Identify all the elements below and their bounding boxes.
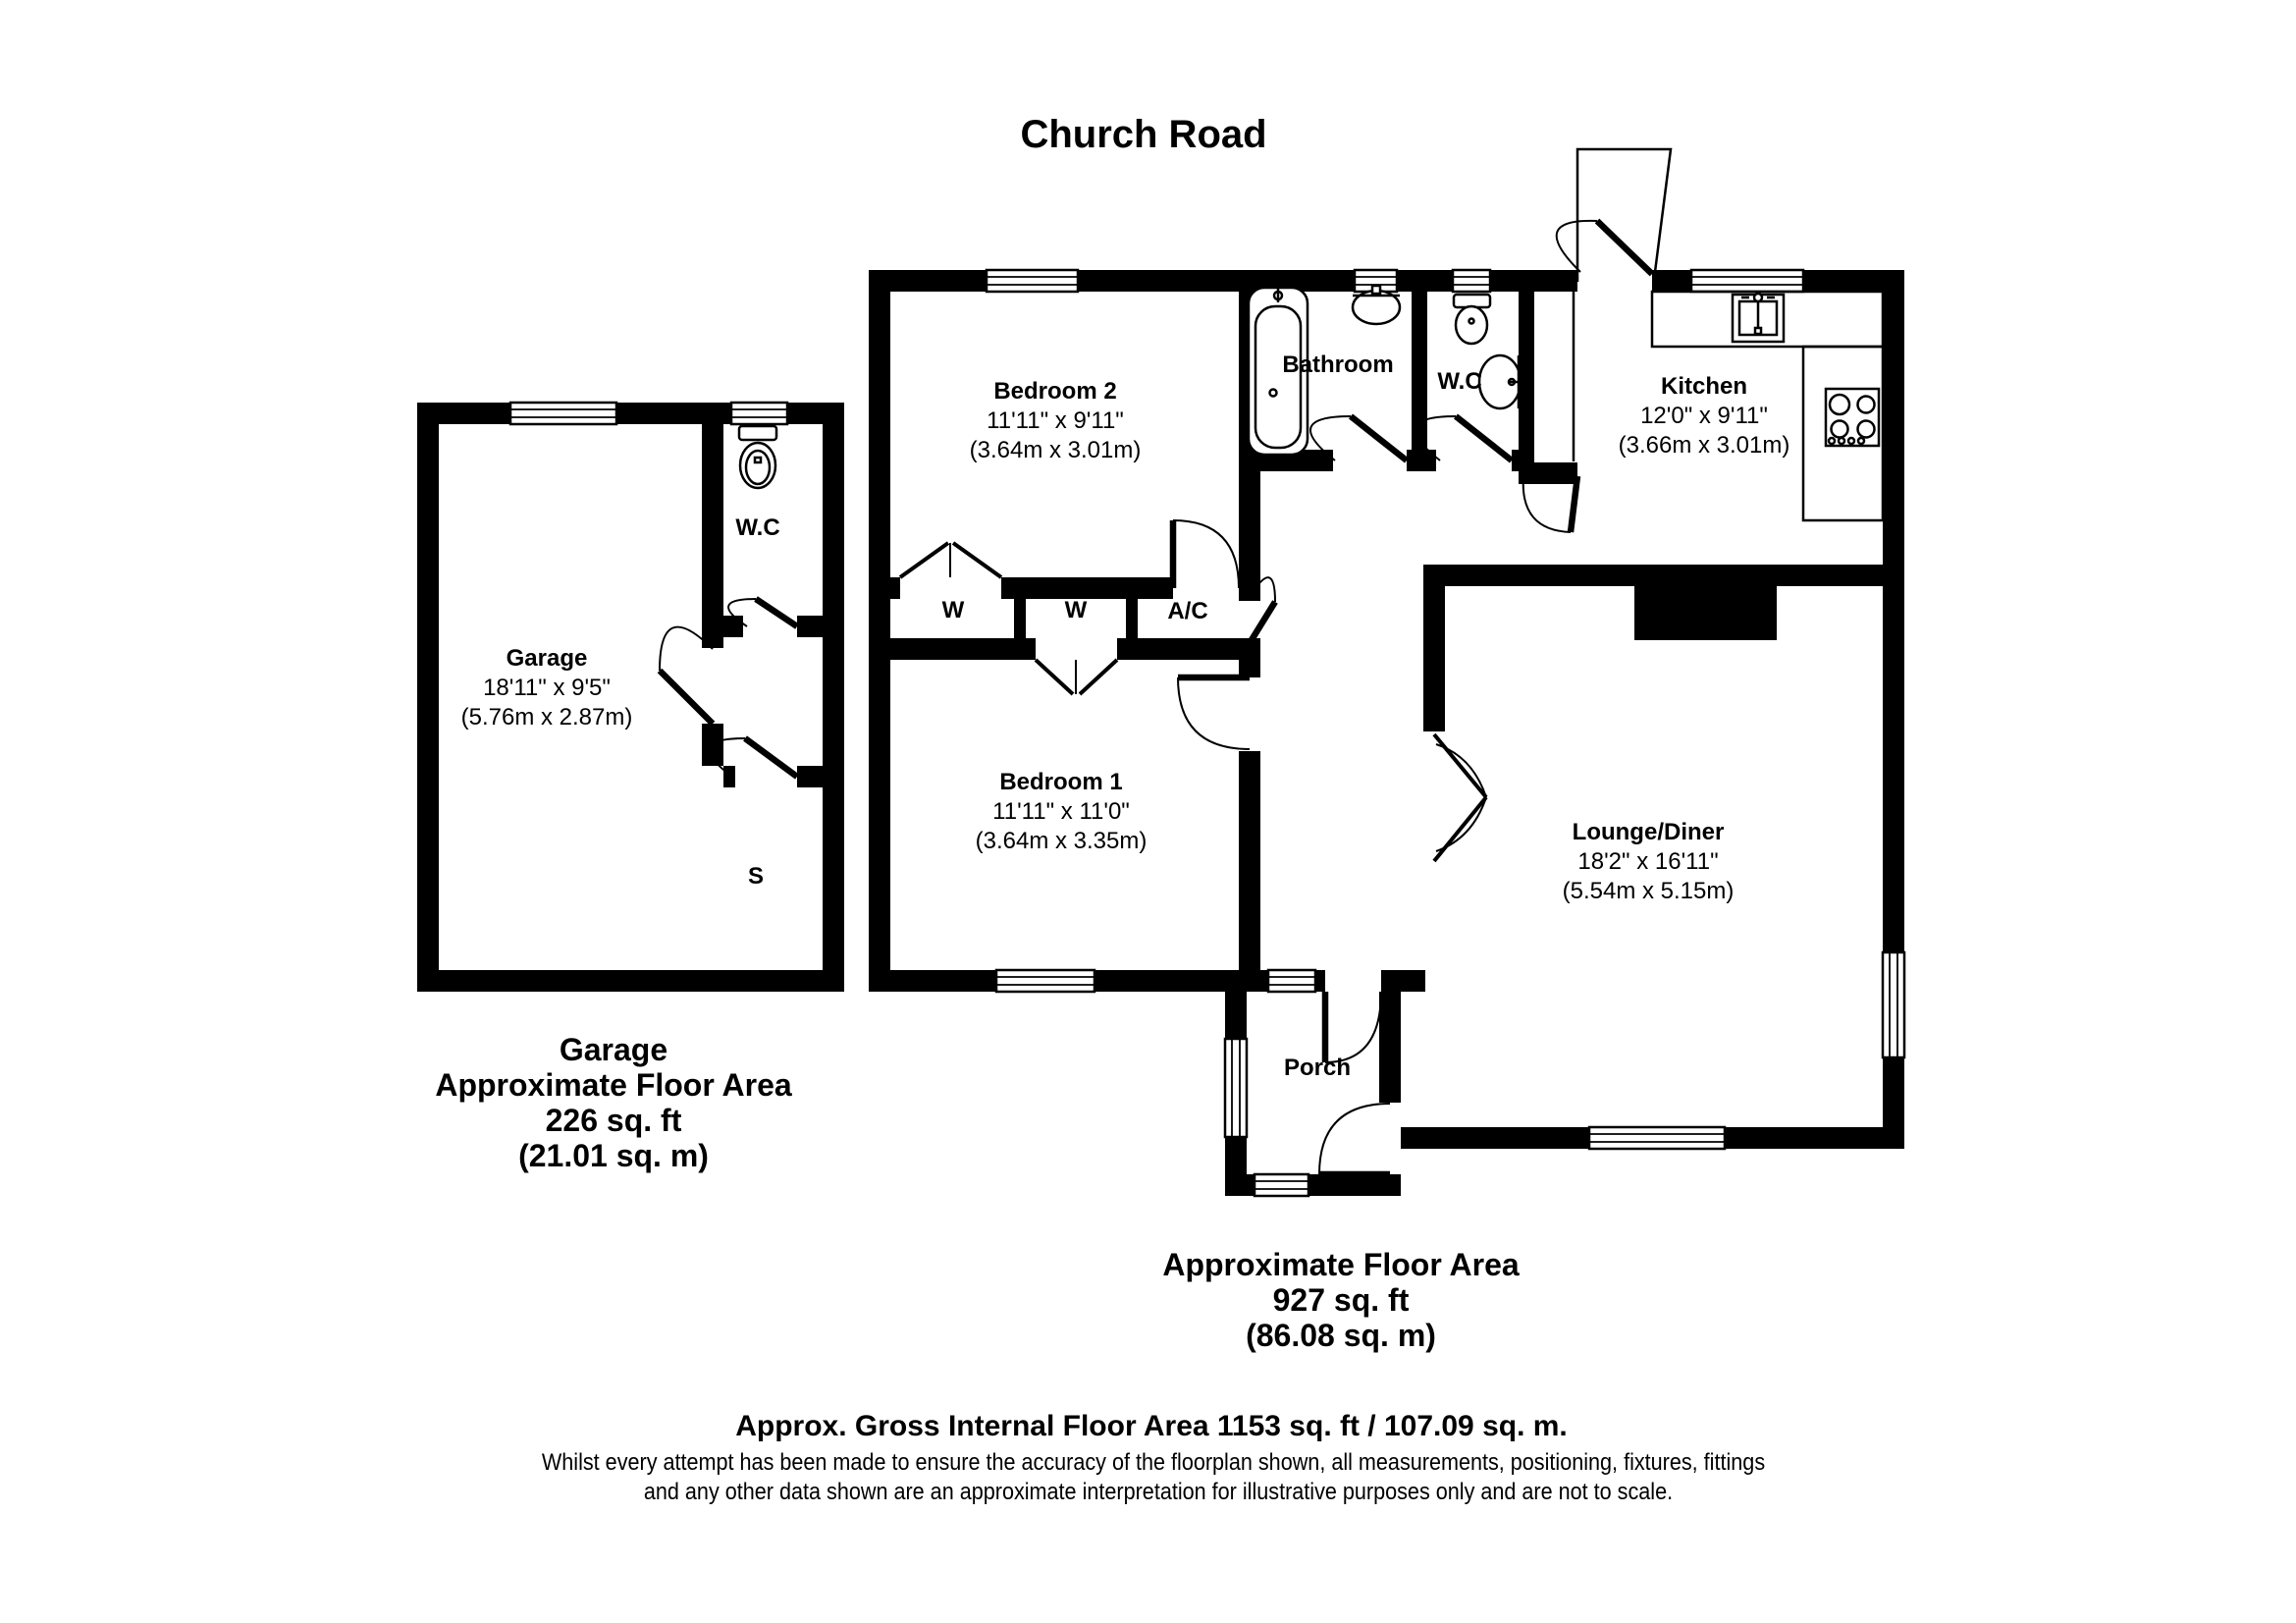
room-label-wc-garage: W.C — [735, 514, 780, 541]
page-title: Church Road — [1020, 113, 1267, 156]
disclaimer-line1: Whilst every attempt has been made to en… — [541, 1449, 1766, 1476]
entry-recess-outline — [1575, 147, 1673, 282]
room-label-wc-main: W.C — [1437, 368, 1482, 395]
room-dims-imperial: 18'2" x 16'11" — [1577, 848, 1719, 875]
double-door-icon — [1432, 732, 1488, 863]
garage-doors — [657, 596, 799, 780]
door-icon — [1415, 413, 1515, 463]
bifold-door-icon — [898, 541, 1003, 579]
room-label-lounge: Lounge/Diner 18'2" x 16'11" (5.54m x 5.1… — [1563, 818, 1735, 906]
room-name: Lounge/Diner — [1572, 819, 1725, 845]
main-house-windows — [985, 268, 1906, 1198]
door-icon — [1318, 1103, 1391, 1178]
door-icon — [1169, 519, 1240, 589]
disclaimer-line2: and any other data shown are an approxim… — [643, 1479, 1674, 1505]
window-icon — [1253, 1172, 1310, 1198]
room-label-bathroom: Bathroom — [1282, 352, 1394, 378]
sink-icon — [1477, 353, 1522, 410]
bath-icon — [1247, 286, 1309, 457]
chimney-breast — [1634, 586, 1777, 640]
window-icon — [1451, 268, 1492, 294]
interior-walls — [890, 292, 1904, 992]
garage-area-line: 226 sq. ft — [545, 1103, 682, 1138]
door-icon — [1247, 576, 1278, 645]
room-dims-imperial: 11'11" x 11'0" — [992, 798, 1130, 825]
window-icon — [1223, 1037, 1249, 1139]
toilet-icon — [737, 424, 778, 490]
window-icon — [985, 268, 1080, 294]
kitchen-counter — [1650, 290, 1885, 522]
room-label-airing-cupboard: A/C — [1167, 598, 1208, 624]
toilet-icon — [1452, 293, 1492, 346]
door-icon — [657, 625, 716, 727]
door-icon — [1555, 218, 1655, 277]
sink-icon — [1351, 284, 1402, 326]
room-dims-metric: (3.64m x 3.35m) — [975, 828, 1148, 854]
room-label-bedroom1: Bedroom 1 11'11" x 11'0" (3.64m x 3.35m) — [976, 768, 1148, 856]
garage-area-line: Garage — [559, 1032, 668, 1067]
garage-windows — [508, 401, 789, 426]
room-dims-imperial: 18'11" x 9'5" — [483, 675, 611, 701]
window-icon — [508, 401, 618, 426]
garage-area-line: Approximate Floor Area — [435, 1067, 792, 1103]
room-name: Garage — [506, 645, 588, 672]
window-icon — [1689, 268, 1805, 294]
main-area-summary: Approximate Floor Area 927 sq. ft (86.08… — [1162, 1247, 1519, 1353]
window-icon — [1881, 950, 1906, 1059]
garage-area-line: (21.01 sq. m) — [518, 1138, 709, 1173]
room-name: Bedroom 1 — [999, 769, 1123, 795]
room-label-garage: Garage 18'11" x 9'5" (5.76m x 2.87m) — [461, 644, 633, 732]
kitchen-sink-icon — [1731, 292, 1786, 344]
main-area-line: (86.08 sq. m) — [1246, 1318, 1436, 1353]
room-label-store: S — [747, 863, 765, 890]
bifold-door-icon — [1034, 658, 1119, 696]
room-dims-metric: (3.66m x 3.01m) — [1618, 432, 1790, 459]
room-label-kitchen: Kitchen 12'0" x 9'11" (3.66m x 3.01m) — [1619, 372, 1790, 460]
door-icon — [727, 596, 799, 629]
window-icon — [1266, 968, 1317, 994]
gross-internal-area: Approx. Gross Internal Floor Area 1153 s… — [735, 1410, 1568, 1442]
window-icon — [729, 401, 789, 426]
room-dims-imperial: 12'0" x 9'11" — [1640, 403, 1768, 429]
room-label-porch: Porch — [1283, 1055, 1352, 1081]
main-house-doors — [898, 218, 1655, 1178]
door-icon — [1177, 674, 1251, 750]
door-icon — [1321, 991, 1382, 1063]
hob-icon — [1824, 387, 1881, 448]
window-icon — [1587, 1125, 1727, 1151]
garage-area-summary: Garage Approximate Floor Area 226 sq. ft… — [435, 1032, 791, 1173]
room-label-bedroom2: Bedroom 2 11'11" x 9'11" (3.64m x 3.01m) — [970, 377, 1142, 465]
room-name: Bedroom 2 — [993, 378, 1117, 405]
room-label-wardrobe1: W — [941, 597, 965, 623]
door-icon — [1522, 475, 1581, 533]
room-dims-imperial: 11'11" x 9'11" — [987, 407, 1124, 434]
window-icon — [994, 968, 1096, 994]
main-area-line: 927 sq. ft — [1272, 1282, 1410, 1318]
room-name: Kitchen — [1660, 373, 1748, 400]
main-area-line: Approximate Floor Area — [1162, 1247, 1520, 1282]
door-icon — [708, 735, 799, 780]
room-dims-metric: (3.64m x 3.01m) — [969, 437, 1142, 463]
room-dims-metric: (5.76m x 2.87m) — [460, 704, 633, 730]
room-label-wardrobe2: W — [1064, 597, 1088, 623]
door-icon — [1309, 413, 1410, 463]
room-dims-metric: (5.54m x 5.15m) — [1562, 878, 1735, 904]
